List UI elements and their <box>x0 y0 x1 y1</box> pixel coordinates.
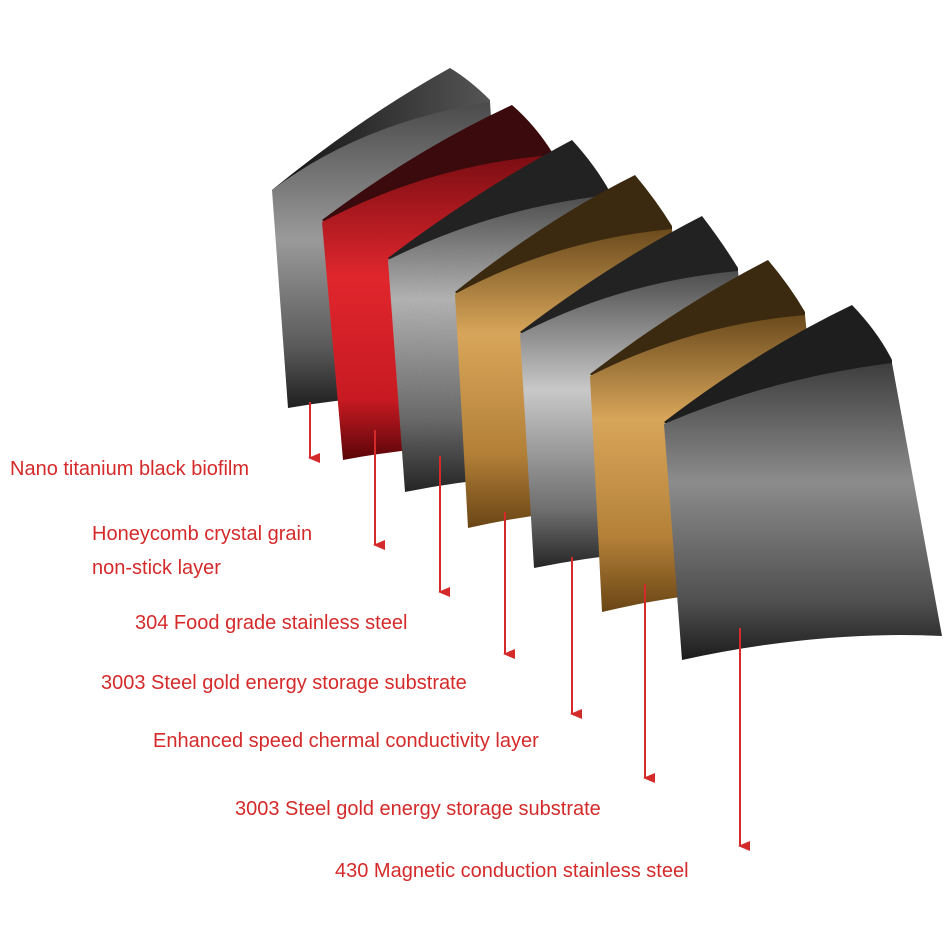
label-ss304: 304 Food grade stainless steel <box>135 612 408 634</box>
label-nano-titanium: Nano titanium black biofilm <box>10 458 249 480</box>
label-steel3003-b: 3003 Steel gold energy storage substrate <box>235 798 601 820</box>
label-honeycomb-line2: non-stick layer <box>92 557 221 579</box>
label-honeycomb-line1: Honeycomb crystal grain <box>92 523 313 545</box>
label-steel3003-a: 3003 Steel gold energy storage substrate <box>101 672 467 694</box>
arrows <box>308 402 750 851</box>
label-conductivity: Enhanced speed chermal conductivity laye… <box>153 730 539 752</box>
layer-ss430 <box>664 305 942 660</box>
label-ss430: 430 Magnetic conduction stainless steel <box>335 860 689 882</box>
